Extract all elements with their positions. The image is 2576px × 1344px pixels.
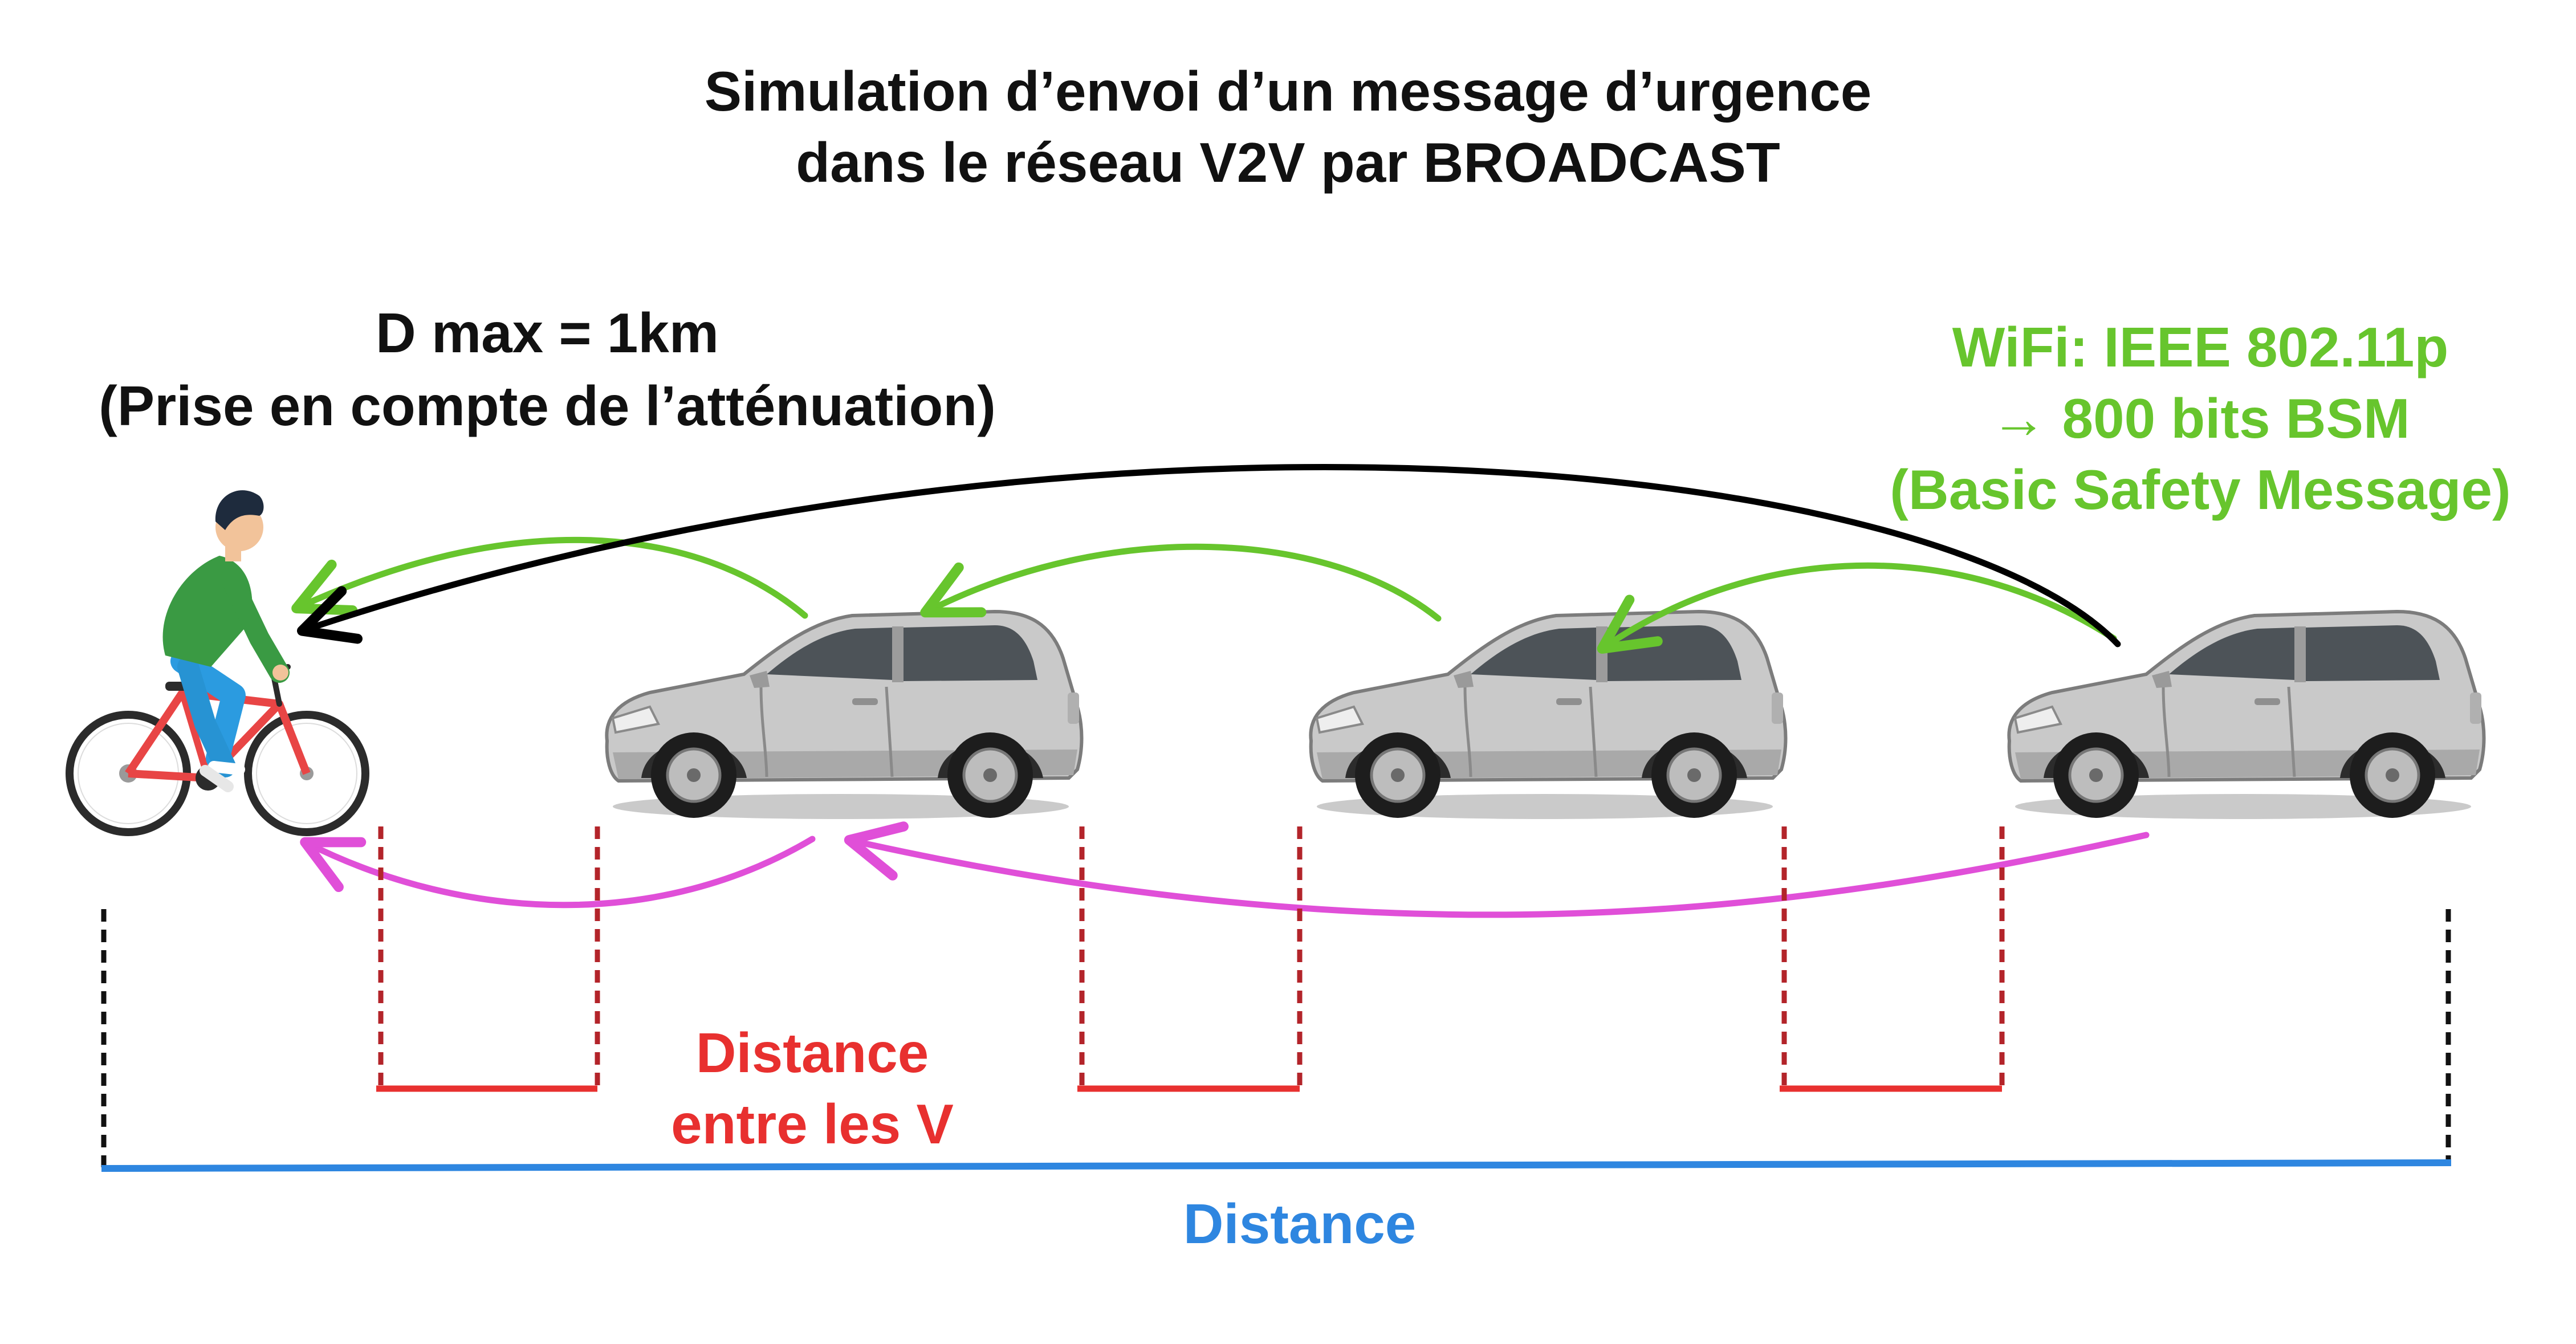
protocol-note-line-2: → 800 bits BSM bbox=[1991, 387, 2410, 450]
car-icon bbox=[1311, 612, 1785, 819]
protocol-note-line-1: WiFi: IEEE 802.11p bbox=[1952, 316, 2449, 378]
return-path-arrow bbox=[844, 821, 2150, 918]
total-distance-line bbox=[101, 1159, 2452, 1172]
broadcast-hop-arrow bbox=[1597, 562, 2117, 654]
gap-bracket bbox=[1077, 826, 1303, 1092]
title-line-2: dans le réseau V2V par BROADCAST bbox=[796, 131, 1780, 194]
gap-bracket bbox=[1780, 826, 2005, 1092]
range-note-line-1: D max = 1km bbox=[376, 302, 719, 364]
broadcast-hop-arrow bbox=[920, 543, 1442, 622]
total-distance-label: Distance bbox=[1183, 1192, 1417, 1255]
broadcast-hop-arrow bbox=[291, 536, 808, 619]
car-icon bbox=[2009, 612, 2484, 819]
direct-link-arrow bbox=[296, 464, 2121, 647]
gap-label-line-2: entre les V bbox=[671, 1093, 954, 1155]
range-note-line-2: (Prise en compte de l’atténuation) bbox=[99, 374, 996, 437]
gap-bracket bbox=[376, 826, 600, 1092]
return-path-arrow bbox=[300, 836, 816, 909]
car-icon bbox=[607, 612, 1081, 819]
protocol-note-line-3: (Basic Safety Message) bbox=[1890, 458, 2511, 521]
gap-label-line-1: Distance bbox=[695, 1021, 929, 1084]
cyclist-icon bbox=[66, 490, 369, 836]
title-line-1: Simulation d’envoi d’un message d’urgenc… bbox=[704, 60, 1872, 123]
